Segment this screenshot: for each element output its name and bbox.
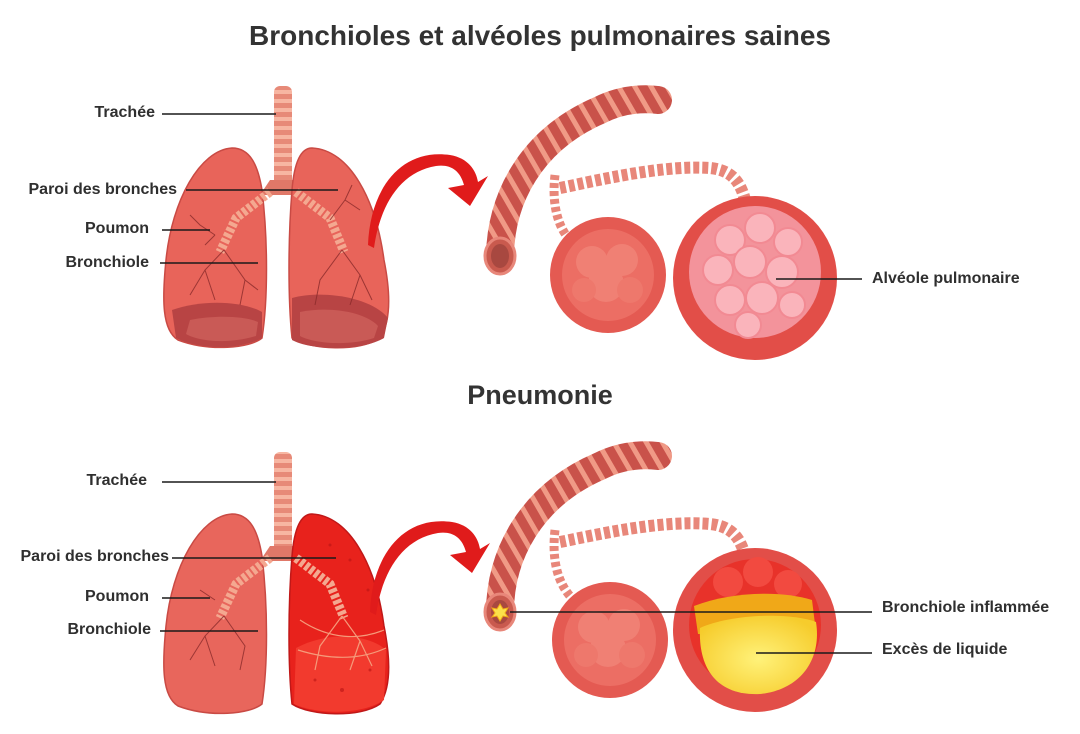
healthy-lungs	[163, 86, 390, 349]
label-lung: Poumon	[85, 220, 149, 237]
alveolus-cluster-small	[550, 217, 666, 333]
label-inflamed-bronchiole: Bronchiole inflammée	[882, 599, 1050, 616]
pneumonia-section-title: Pneumonie	[467, 380, 613, 410]
inflamed-lumen-icon	[490, 603, 510, 622]
label-trachea: Trachée	[94, 104, 155, 121]
label-bronchiole: Bronchiole	[67, 621, 151, 638]
leader-lines	[160, 113, 872, 654]
healthy-bronchiole-tree	[483, 85, 837, 360]
healthy-section-title: Bronchioles et alvéoles pulmonaires sain…	[249, 20, 831, 51]
arrow-icon	[370, 521, 490, 615]
alveolus-large-healthy	[673, 196, 837, 360]
label-bronchiole: Bronchiole	[65, 254, 149, 271]
trachea-icon	[274, 86, 292, 186]
label-excess-fluid: Excès de liquide	[882, 641, 1008, 658]
fluid-lower	[699, 615, 817, 695]
alveolus-cluster-small	[552, 582, 668, 698]
arrow-icon	[368, 154, 488, 248]
alveolus-large-fluid	[673, 548, 837, 712]
label-lung: Poumon	[85, 588, 149, 605]
label-trachea: Trachée	[86, 472, 147, 489]
label-alveolus: Alvéole pulmonaire	[872, 270, 1020, 287]
pneumonia-lungs	[163, 452, 390, 715]
pneumonia-bronchiole-tree	[483, 441, 837, 712]
trachea-icon	[274, 452, 292, 552]
label-bronchial-wall: Paroi des bronches	[20, 548, 170, 565]
label-bronchial-wall: Paroi des bronches	[28, 181, 178, 198]
